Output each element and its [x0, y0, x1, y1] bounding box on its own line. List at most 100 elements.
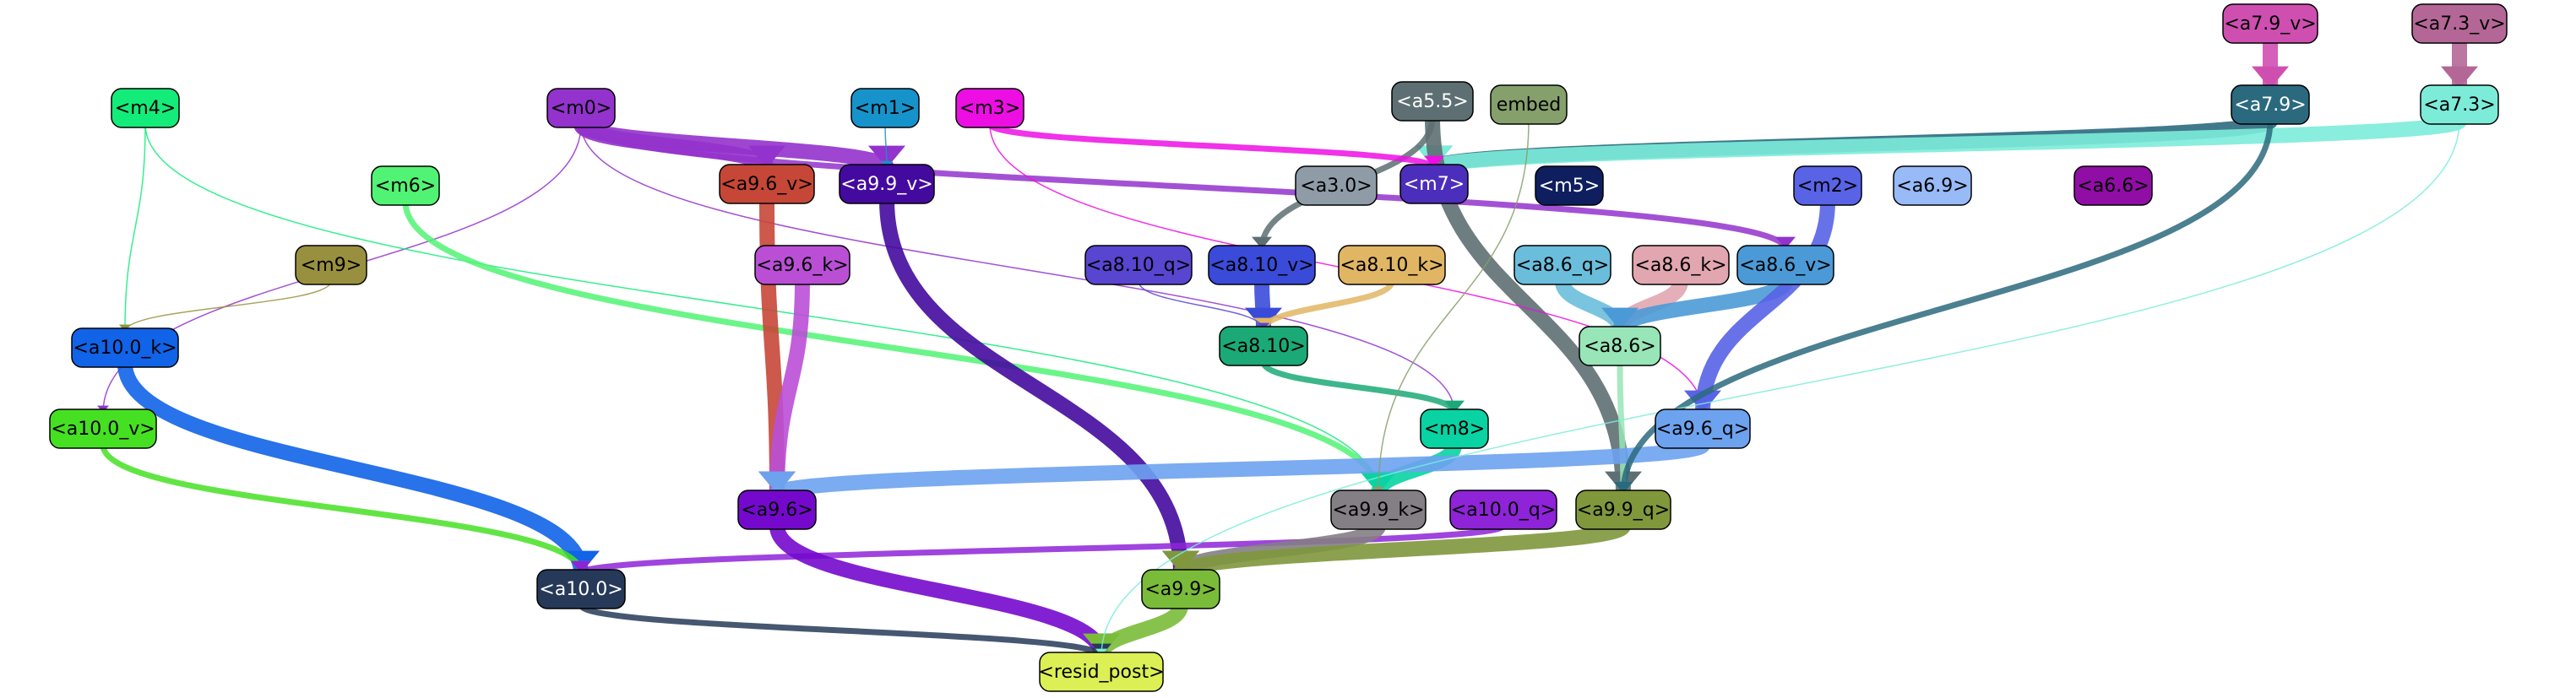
- node-box: [719, 164, 815, 204]
- node-label: <m0>: [551, 98, 611, 119]
- node-a7-3-v[interactable]: <a7.3_v>: [2411, 3, 2508, 44]
- node-resid-post[interactable]: <resid_post>: [1038, 652, 1165, 692]
- node-a8-6-v[interactable]: <a8.6_v>: [1736, 245, 1834, 285]
- node-label: <a8.10_q>: [1086, 255, 1191, 276]
- node-a5-5[interactable]: <a5.5>: [1391, 81, 1474, 122]
- node-box: [1893, 165, 1972, 206]
- node-m5[interactable]: <m5>: [1535, 165, 1604, 206]
- edge-arrowhead: [1444, 400, 1465, 413]
- node-label: <a6.9>: [1896, 176, 1968, 197]
- node-label: <a9.9_v>: [840, 174, 932, 195]
- node-a9-6-k[interactable]: <a9.6_k>: [754, 245, 851, 285]
- node-a7-9-v[interactable]: <a7.9_v>: [2222, 3, 2318, 44]
- node-label: embed: [1497, 95, 1561, 116]
- edge-a8-10-k-to-a8-10: [1260, 278, 1395, 333]
- node-embed[interactable]: embed: [1490, 84, 1568, 125]
- edge-embed-to-a9-9-k: [1378, 120, 1530, 495]
- node-a7-9[interactable]: <a7.9>: [2231, 84, 2310, 125]
- node-box: [1632, 245, 1730, 285]
- node-box: [1579, 326, 1661, 366]
- edge-m0-to-m8: [580, 123, 1455, 414]
- node-label: <a5.5>: [1396, 91, 1468, 112]
- node-label: <a9.6>: [741, 500, 812, 521]
- node-a8-6[interactable]: <a8.6>: [1579, 326, 1661, 366]
- node-label: <a9.6_q>: [1656, 419, 1749, 440]
- node-label: <m5>: [1539, 176, 1600, 197]
- node-box: [1338, 245, 1446, 285]
- node-box: [1399, 164, 1469, 204]
- node-a8-10-k[interactable]: <a8.10_k>: [1338, 245, 1446, 285]
- edge-a7-3-to-resid-post: [1101, 120, 2460, 657]
- node-box: [1575, 490, 1671, 530]
- node-label: <a9.6_v>: [720, 174, 812, 195]
- node-a8-10-q[interactable]: <a8.10_q>: [1084, 245, 1193, 285]
- node-box: [754, 245, 851, 285]
- node-m9[interactable]: <m9>: [295, 245, 367, 285]
- edge-m4-to-a9-9-k: [144, 123, 1379, 495]
- edge-arrowhead: [758, 471, 796, 494]
- node-box: [2411, 3, 2508, 44]
- edge-a9-6-to-resid-post: [769, 518, 1109, 663]
- node-m2[interactable]: <m2>: [1793, 165, 1862, 206]
- node-m7[interactable]: <m7>: [1399, 164, 1469, 204]
- node-a9-9-k[interactable]: <a9.9_k>: [1330, 490, 1427, 530]
- edge-a10-0-v-to-a10-0: [100, 441, 584, 576]
- node-box: [49, 409, 157, 449]
- edge-a9-9-q-to-a9-9: [1173, 518, 1631, 581]
- node-box: [2420, 84, 2499, 125]
- node-label: <a8.10_v>: [1209, 255, 1313, 276]
- node-a9-9-v[interactable]: <a9.9_v>: [839, 164, 935, 204]
- node-label: <a8.6_v>: [1739, 255, 1831, 276]
- nodes-layer: <a7.9_v> <a7.3_v> <m4> <m0> <m1> <m3> <a5.5> em…: [49, 3, 2508, 692]
- edge-m2-to-a9-6-q: [1695, 194, 1835, 420]
- edge-a9-6-q-to-a9-6: [769, 437, 1710, 501]
- node-a3-0[interactable]: <a3.0>: [1295, 165, 1378, 206]
- node-label: <a7.9>: [2234, 95, 2306, 116]
- node-box: [536, 569, 626, 609]
- edge-a10-0-k-to-a10-0: [117, 356, 589, 581]
- node-a8-10[interactable]: <a8.10>: [1219, 326, 1308, 366]
- node-a10-0[interactable]: <a10.0>: [536, 569, 626, 609]
- node-a10-0-k[interactable]: <a10.0_k>: [71, 327, 179, 368]
- node-a9-9-q[interactable]: <a9.9_q>: [1575, 490, 1671, 530]
- node-a9-6-q[interactable]: <a9.6_q>: [1655, 409, 1751, 449]
- node-box: [955, 88, 1024, 128]
- node-a8-6-k[interactable]: <a8.6_k>: [1632, 245, 1730, 285]
- node-a10-0-v[interactable]: <a10.0_v>: [49, 409, 157, 449]
- node-m4[interactable]: <m4>: [111, 88, 180, 128]
- node-a6-9[interactable]: <a6.9>: [1893, 165, 1972, 206]
- node-a8-10-v[interactable]: <a8.10_v>: [1208, 245, 1316, 285]
- node-label: <a8.6>: [1584, 336, 1655, 357]
- edge-arrowhead: [1424, 155, 1444, 168]
- edge-arrowhead: [1162, 550, 1199, 573]
- edge-a10-0-q-to-a10-0: [578, 522, 1507, 576]
- node-a7-3[interactable]: <a7.3>: [2420, 84, 2499, 125]
- node-a10-0-q[interactable]: <a10.0_q>: [1449, 490, 1557, 530]
- node-m3[interactable]: <m3>: [955, 88, 1024, 128]
- node-a8-6-q[interactable]: <a8.6_q>: [1514, 245, 1611, 285]
- node-box: [1420, 409, 1489, 449]
- node-box: [1039, 652, 1164, 692]
- node-label: <a8.6_q>: [1516, 255, 1609, 276]
- node-box: [1514, 245, 1611, 285]
- node-box: [1535, 165, 1604, 206]
- node-label: <m2>: [1797, 176, 1858, 197]
- node-m1[interactable]: <m1>: [851, 88, 920, 128]
- node-a6-6[interactable]: <a6.6>: [2073, 165, 2153, 206]
- node-m0[interactable]: <m0>: [546, 88, 616, 128]
- node-label: <a10.0>: [539, 579, 622, 600]
- edge-arrowhead: [2252, 66, 2289, 89]
- node-box: [1655, 409, 1751, 449]
- node-box: [2231, 84, 2310, 125]
- edge-a9-9-to-resid-post: [1094, 598, 1188, 663]
- node-box: [295, 245, 367, 285]
- node-m6[interactable]: <m6>: [371, 165, 440, 206]
- node-label: <m9>: [301, 255, 361, 276]
- node-m8[interactable]: <m8>: [1420, 409, 1489, 449]
- edge-a9-6-k-to-a9-6: [769, 273, 810, 501]
- node-box: [1084, 245, 1193, 285]
- node-a9-6-v[interactable]: <a9.6_v>: [719, 164, 815, 204]
- node-a9-9[interactable]: <a9.9>: [1141, 569, 1220, 609]
- node-a9-6[interactable]: <a9.6>: [737, 490, 817, 530]
